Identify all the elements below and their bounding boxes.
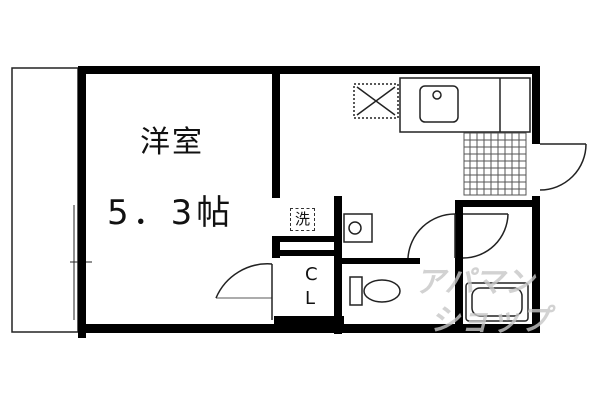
wc-door	[407, 213, 456, 259]
room-size: 5．3帖	[107, 193, 235, 233]
room-name: 洋室	[140, 125, 204, 160]
washer-faucet	[343, 213, 373, 243]
vent-box	[353, 83, 399, 119]
entrance-door	[539, 143, 587, 191]
bath-door	[462, 213, 509, 259]
closet-label-l: L	[305, 288, 316, 309]
closet-label-c: C	[305, 264, 318, 285]
washing-machine-label: 洗	[290, 208, 316, 231]
watermark-line2: ショップ	[430, 303, 556, 338]
walls	[78, 66, 540, 338]
tile-floor	[463, 132, 527, 196]
kitchen-counter	[399, 77, 531, 133]
watermark-line1: アパマン	[415, 265, 536, 300]
room-door	[215, 263, 273, 320]
watermark-logo: アパマン ショップ	[415, 265, 556, 338]
bathtub	[465, 282, 529, 322]
toilet	[349, 276, 401, 306]
